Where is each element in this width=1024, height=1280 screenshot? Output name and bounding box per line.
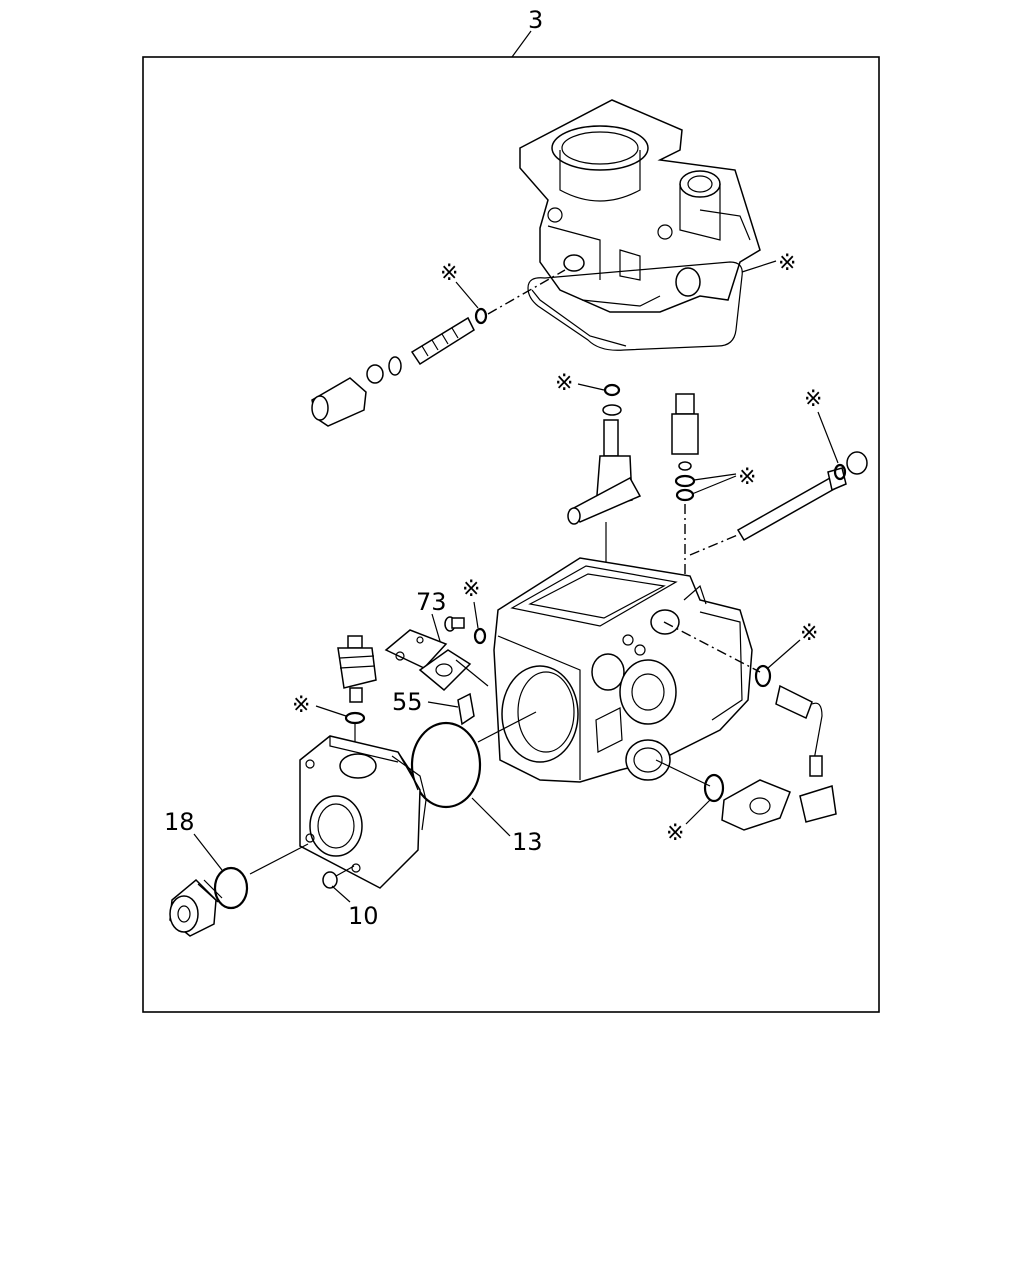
- o-ring-part-18: [213, 866, 249, 910]
- end-cover-part: [299, 735, 427, 889]
- callout-10-leader: [331, 885, 351, 903]
- top-gasket-part: [527, 261, 743, 351]
- o-ring-part: [754, 664, 772, 688]
- clip-part: [457, 692, 475, 726]
- o-ring-part: [603, 383, 621, 397]
- star-mark: ※: [462, 577, 480, 602]
- regulator-valve-part: [337, 635, 377, 703]
- o-ring-part: [674, 474, 696, 488]
- nut-part: [846, 451, 868, 475]
- plunger-valve-part: [567, 419, 642, 525]
- star-mark: ※: [555, 371, 573, 396]
- diagram-frame: [142, 56, 880, 1013]
- o-ring-part: [473, 627, 487, 645]
- o-ring-part: [474, 307, 488, 325]
- callout-18-leader: [193, 833, 223, 871]
- callout-55-label: 55: [392, 688, 423, 716]
- star-mark: ※: [778, 251, 796, 276]
- bolt-part: [444, 616, 465, 632]
- star-mark: ※: [440, 261, 458, 286]
- o-ring-part: [344, 711, 366, 725]
- callout-13-label: 13: [512, 828, 543, 856]
- pressure-sensor-part: [775, 684, 837, 823]
- callout-13-leader: [471, 797, 511, 837]
- top-housing-part: [519, 99, 761, 313]
- plug-part: [169, 878, 223, 937]
- callout-73-label: 73: [416, 588, 447, 616]
- callout-3-leader: [511, 30, 532, 58]
- star-mark: ※: [804, 387, 822, 412]
- o-ring-part: [833, 463, 847, 481]
- o-ring-part: [703, 773, 725, 803]
- nut-part: [322, 871, 338, 889]
- callout-3-label: 3: [528, 6, 543, 34]
- pump-body-part: [493, 557, 753, 783]
- star-mark: ※: [292, 693, 310, 718]
- star-mark: ※: [800, 621, 818, 646]
- callout-10-label: 10: [348, 902, 379, 930]
- star-mark: ※: [738, 465, 756, 490]
- callout-18-label: 18: [164, 808, 195, 836]
- washer-part: [602, 404, 622, 416]
- bracket-part: [384, 629, 472, 692]
- star-mark: ※: [666, 821, 684, 846]
- valve-stem-part: [311, 316, 475, 427]
- solenoid-valve-part: [671, 393, 699, 471]
- o-ring-part: [675, 488, 695, 502]
- cover-plate-part: [721, 779, 791, 831]
- large-o-ring-part: [410, 721, 482, 809]
- callout-55-leader: [427, 701, 459, 708]
